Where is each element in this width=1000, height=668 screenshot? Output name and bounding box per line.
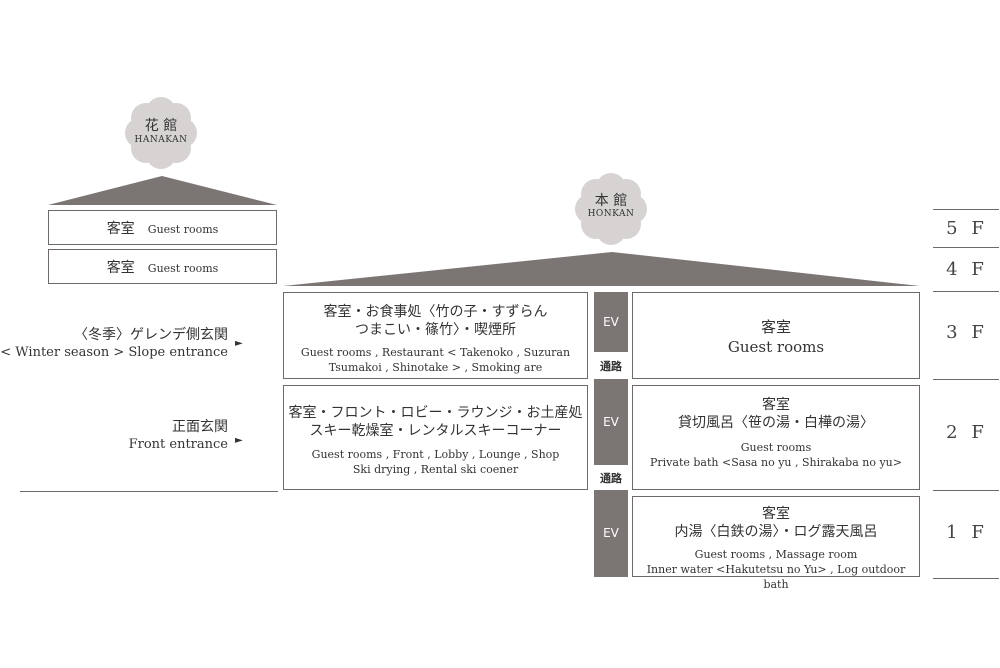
area-label-ja: 客室: [762, 397, 790, 413]
floor-divider: [933, 490, 999, 491]
corridor-3f: 通路: [600, 360, 622, 373]
area-label-ja: 内湯〈白鉄の湯〉・ログ露天風呂: [674, 524, 878, 540]
area-label-en: Ski drying , Rental ski coener: [352, 463, 519, 476]
room-label-ja: 客室: [106, 260, 135, 276]
area-label-en: Guest rooms , Massage room: [694, 548, 858, 561]
floor-label-1f: 1 F: [946, 522, 988, 543]
area-label-en: Inner water <Hakutetsu no Yu> , Log outd…: [646, 563, 906, 591]
room-label-en: Guest rooms: [147, 262, 219, 275]
honkan-3f-right: 客室 Guest rooms: [632, 292, 920, 379]
flower-badge-icon: [125, 97, 197, 169]
floor-divider: [933, 209, 999, 210]
area-label-en: Tsumakoi , Shinotake > , Smoking are: [328, 361, 543, 374]
area-label-ja: つまこい・篠竹〉・喫煙所: [355, 322, 516, 338]
winter-entrance: 〈冬季〉ゲレンデ側玄関 < Winter season > Slope entr…: [0, 326, 228, 362]
hanakan-roof: [48, 176, 277, 205]
honkan-name-en: HONKAN: [587, 209, 635, 219]
area-label-en: Guest rooms , Front , Lobby , Lounge , S…: [311, 448, 560, 461]
honkan-3f-left: 客室・お食事処〈竹の子・すずらん つまこい・篠竹〉・喫煙所 Guest room…: [283, 292, 588, 379]
winter-entrance-en: < Winter season > Slope entrance: [0, 345, 228, 360]
front-entrance-ja: 正面玄関: [172, 419, 228, 435]
ground-line: [20, 491, 278, 492]
floor-divider: [933, 291, 999, 292]
winter-entrance-arrow-icon: ►: [235, 338, 243, 349]
area-label-ja: 客室: [760, 318, 791, 336]
floor-divider: [933, 379, 999, 380]
hanakan-room-5f: 客室 Guest rooms: [48, 210, 277, 245]
area-label-en: Guest rooms: [740, 441, 812, 454]
elevator-3f: EV: [594, 292, 628, 352]
floor-label-3f: 3 F: [946, 322, 988, 343]
floor-label-5f: 5 F: [946, 218, 988, 239]
area-label-en: Private bath <Sasa no yu , Shirakaba no …: [650, 456, 902, 469]
front-entrance-arrow-icon: ►: [235, 435, 243, 446]
area-label-ja: 客室・フロント・ロビー・ラウンジ・お土産処: [288, 405, 583, 421]
hanakan-room-4f: 客室 Guest rooms: [48, 249, 277, 284]
area-label-ja: 貸切風呂〈笹の湯・白樺の湯〉: [678, 415, 874, 431]
floor-label-2f: 2 F: [946, 422, 988, 443]
flower-badge-icon: [575, 173, 647, 245]
hanakan-name-en: HANAKAN: [134, 135, 188, 145]
area-label-ja: 客室・お食事処〈竹の子・すずらん: [323, 304, 548, 320]
hanakan-name: 花 館: [144, 118, 178, 134]
elevator-2f: EV: [594, 379, 628, 465]
front-entrance: 正面玄関 Front entrance: [0, 418, 228, 454]
room-label-en: Guest rooms: [147, 223, 219, 236]
hanakan-badge: 花 館 HANAKAN: [120, 92, 202, 174]
area-label-en: Guest rooms , Restaurant < Takenoko , Su…: [300, 346, 571, 359]
area-label-ja: 客室: [762, 506, 790, 522]
floor-divider: [933, 247, 999, 248]
room-label-ja: 客室: [106, 221, 135, 237]
area-label-en: Guest rooms: [727, 338, 825, 356]
elevator-1f: EV: [594, 490, 628, 577]
honkan-roof: [283, 252, 920, 286]
corridor-2f: 通路: [600, 472, 622, 485]
honkan-2f-right: 客室 貸切風呂〈笹の湯・白樺の湯〉 Guest rooms Private ba…: [632, 385, 920, 490]
front-entrance-en: Front entrance: [128, 437, 228, 452]
honkan-name: 本 館: [594, 193, 628, 209]
honkan-2f-left: 客室・フロント・ロビー・ラウンジ・お土産処 スキー乾燥室・レンタルスキーコーナー…: [283, 385, 588, 490]
honkan-badge: 本 館 HONKAN: [570, 168, 652, 250]
area-label-ja: スキー乾燥室・レンタルスキーコーナー: [309, 423, 562, 439]
winter-entrance-ja: 〈冬季〉ゲレンデ側玄関: [74, 327, 228, 343]
floor-label-4f: 4 F: [946, 259, 988, 280]
honkan-1f-right: 客室 内湯〈白鉄の湯〉・ログ露天風呂 Guest rooms , Massage…: [632, 496, 920, 591]
floor-divider: [933, 578, 999, 579]
